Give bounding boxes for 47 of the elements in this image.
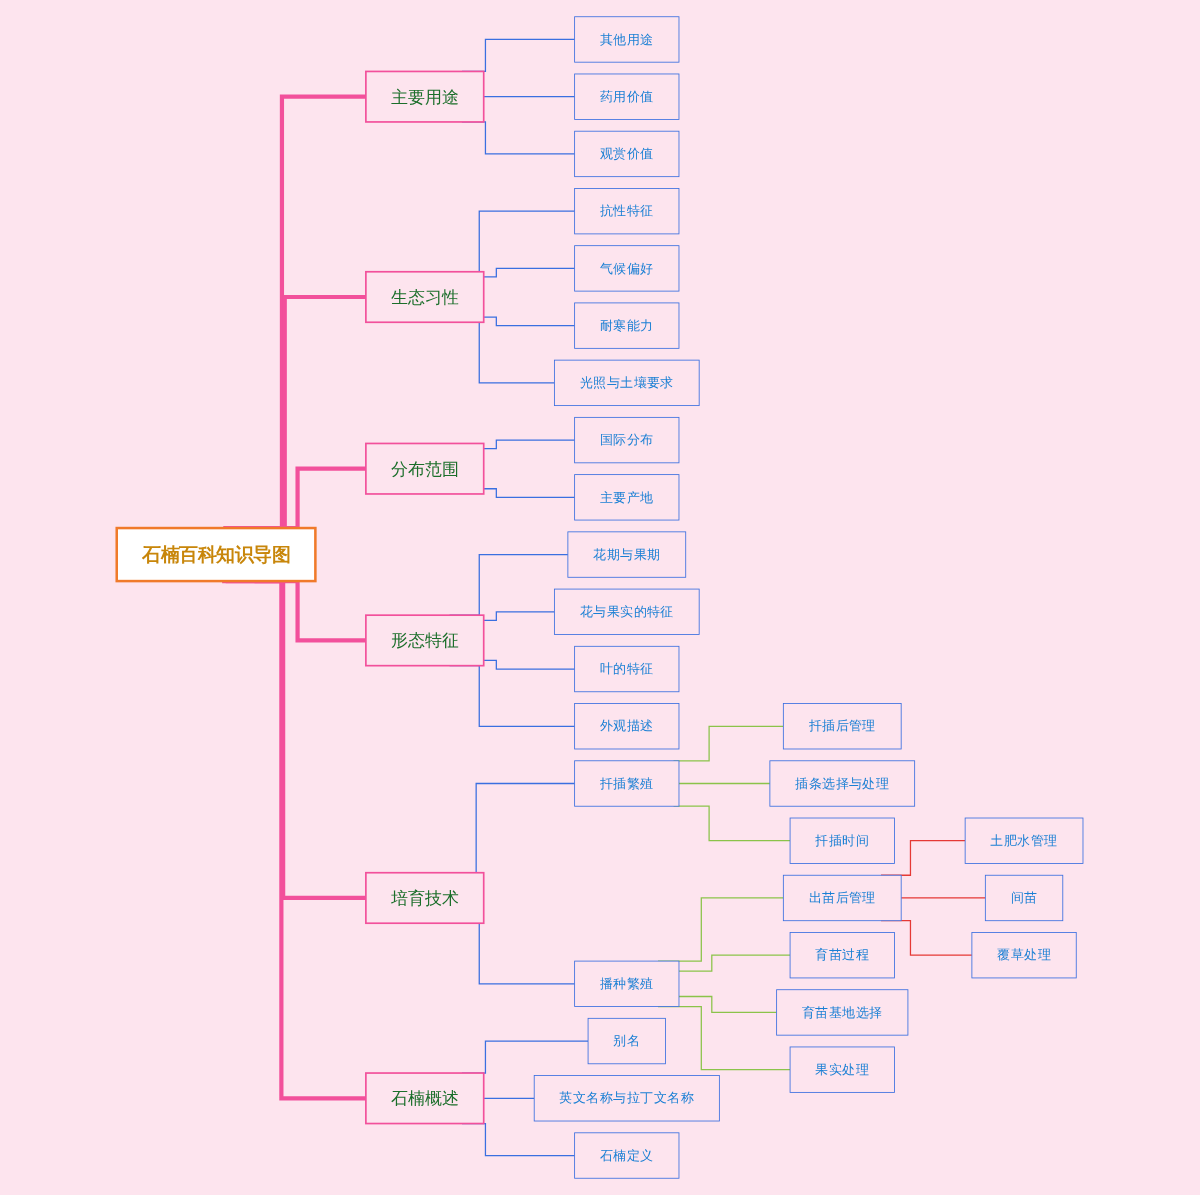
node-box: 其他用途	[574, 16, 680, 63]
node-box: 光照与土壤要求	[554, 359, 700, 406]
node-box: 育苗基地选择	[776, 989, 909, 1036]
node-box: 扦插繁殖	[574, 760, 680, 807]
node-box: 外观描述	[574, 703, 680, 750]
connector	[483, 439, 576, 450]
connector	[900, 897, 987, 899]
connector	[483, 659, 576, 670]
node-box: 果实处理	[789, 1046, 895, 1093]
node-box: 出苗后管理	[783, 874, 902, 922]
node-box: 覆草处理	[971, 932, 1077, 979]
node-box: 叶的特征	[574, 645, 680, 693]
connector	[483, 267, 576, 278]
node-box: 扦插时间	[789, 817, 895, 864]
node-box: 生态习性	[365, 270, 485, 324]
connector	[483, 96, 576, 98]
node-box: 育苗过程	[789, 932, 895, 979]
node-box: 主要用途	[365, 70, 485, 123]
node-box: 国际分布	[574, 416, 680, 464]
node-box: 别名	[587, 1017, 667, 1065]
connector	[678, 954, 791, 972]
node-box: 花与果实的特征	[554, 588, 700, 635]
node-box: 花期与果期	[567, 531, 687, 578]
connector	[678, 782, 771, 785]
node-box: 形态特征	[365, 614, 485, 667]
node-box: 扦插后管理	[783, 703, 902, 750]
node-box: 石楠定义	[574, 1132, 680, 1179]
node-box: 主要产地	[574, 474, 680, 521]
connector	[483, 316, 576, 327]
node-box: 气候偏好	[574, 245, 680, 292]
connector	[483, 488, 576, 498]
connector	[678, 995, 778, 1014]
node-box: 插条选择与处理	[769, 760, 916, 807]
connector	[483, 1097, 535, 1099]
node-box: 培育技术	[365, 871, 485, 925]
node-box: 药用价值	[574, 73, 680, 120]
node-box: 石楠百科知识导图	[115, 526, 317, 583]
node-box: 石楠概述	[365, 1072, 485, 1125]
node-box: 土肥水管理	[964, 817, 1084, 864]
connector	[483, 611, 556, 621]
node-box: 抗性特征	[574, 188, 680, 235]
node-box: 分布范围	[365, 442, 485, 495]
node-box: 播种繁殖	[574, 960, 680, 1007]
node-box: 英文名称与拉丁文名称	[533, 1075, 720, 1122]
node-box: 间苗	[985, 874, 1064, 922]
node-box: 观赏价值	[574, 130, 680, 178]
node-box: 耐寒能力	[574, 302, 680, 349]
